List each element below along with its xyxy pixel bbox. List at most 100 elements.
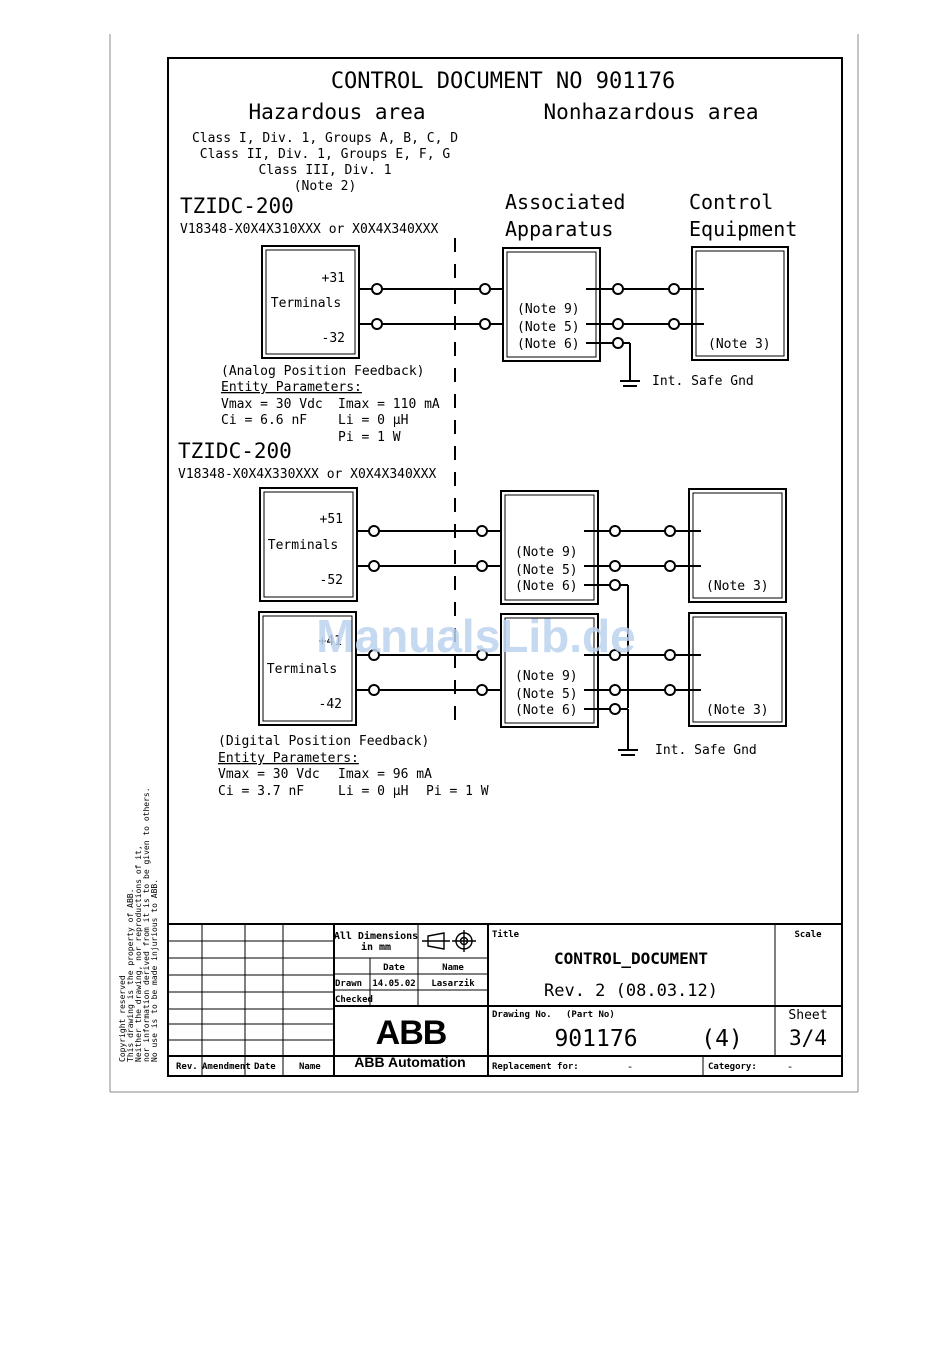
- analog-ci: Ci = 6.6 nF: [221, 413, 307, 428]
- category-value: -: [787, 1060, 794, 1073]
- name-column-label: Name: [442, 963, 464, 973]
- digital-b-note-3: (Note 3): [706, 703, 769, 718]
- document-title: CONTROL DOCUMENT NO 901176: [331, 69, 675, 94]
- nonhazardous-area-label: Nonhazardous area: [544, 100, 759, 124]
- digital-imax: Imax = 96 mA: [338, 767, 432, 782]
- digital-b-note-6: (Note 6): [515, 703, 578, 718]
- copyright-line-1: Copyright reserved: [118, 975, 127, 1062]
- class-line-1: Class I, Div. 1, Groups A, B, C, D: [192, 131, 458, 146]
- analog-associated-box: [502, 247, 601, 362]
- analog-terminal-box: [261, 245, 360, 359]
- digital-b-terminal-minus: -42: [319, 697, 342, 712]
- date-column-label: Date: [383, 963, 405, 973]
- hazardous-area-label: Hazardous area: [248, 100, 425, 124]
- digital-a-note-9: (Note 9): [515, 545, 578, 560]
- digital-associated-box-b: [500, 613, 599, 728]
- digital-b-note-5: (Note 5): [515, 687, 578, 702]
- analog-model-number: V18348-X0X4X310XXX or X0X4X340XXX: [180, 222, 438, 237]
- digital-vmax: Vmax = 30 Vdc: [218, 767, 320, 782]
- control-label: Control: [689, 190, 773, 214]
- rev-header-rev: Rev.: [176, 1062, 198, 1072]
- digital-a-terminals-label: Terminals: [268, 538, 338, 553]
- digital-b-note-9: (Note 9): [515, 669, 578, 684]
- digital-a-terminal-minus: -52: [320, 573, 343, 588]
- drawing-title: CONTROL_DOCUMENT: [554, 949, 708, 968]
- drawing-no-label: Drawing No.: [492, 1009, 552, 1020]
- analog-caption: (Analog Position Feedback): [221, 364, 425, 379]
- checked-label: Checked: [335, 995, 373, 1005]
- replacement-value: -: [627, 1060, 634, 1073]
- watermark: ManualsLib.de: [316, 610, 635, 662]
- abb-logo: ABB: [376, 1014, 447, 1052]
- replacement-label: Replacement for:: [492, 1062, 579, 1072]
- class-line-3: Class III, Div. 1: [258, 163, 391, 178]
- digital-a-wiring: [357, 525, 701, 708]
- analog-ground-label: Int. Safe Gnd: [652, 374, 754, 389]
- part-no-label: (Part No): [566, 1010, 615, 1020]
- digital-ground-label: Int. Safe Gnd: [655, 743, 757, 758]
- drawn-name: Lasarzik: [431, 978, 475, 989]
- analog-terminal-minus: -32: [322, 331, 345, 346]
- digital-entity-label: Entity Parameters:: [218, 751, 359, 766]
- associated-label: Associated: [505, 190, 625, 214]
- drawing-number: 901176: [554, 1026, 637, 1052]
- analog-note-5: (Note 5): [517, 320, 580, 335]
- sheet-number: 3/4: [789, 1026, 827, 1050]
- digital-associated-box-a: [500, 490, 599, 605]
- title-field-label: Title: [492, 929, 520, 940]
- analog-note-3: (Note 3): [708, 337, 771, 352]
- digital-terminal-box-b: [258, 611, 357, 726]
- digital-b-wiring: [356, 649, 701, 756]
- copyright-line-2: This drawing is the property of ABB.: [126, 889, 135, 1062]
- analog-control-box: [691, 246, 789, 361]
- analog-vmax: Vmax = 30 Vdc: [221, 397, 323, 412]
- digital-caption: (Digital Position Feedback): [218, 734, 429, 749]
- analog-terminals-label: Terminals: [271, 296, 341, 311]
- digital-model-number: V18348-X0X4X330XXX or X0X4X340XXX: [178, 467, 436, 482]
- drawn-label: Drawn: [335, 979, 362, 989]
- digital-control-box-a: [688, 488, 787, 603]
- sheet-label: Sheet: [788, 1008, 827, 1023]
- digital-b-terminal-plus: +41: [319, 634, 342, 649]
- copyright-line-3: Neither the drawing, nor reproductions o…: [134, 845, 143, 1062]
- rev-header-date: Date: [254, 1062, 276, 1072]
- analog-pi: Pi = 1 W: [338, 430, 401, 445]
- analog-imax: Imax = 110 mA: [338, 397, 440, 412]
- copyright-notice: Copyright reserved This drawing is the p…: [118, 787, 159, 1062]
- dimensions-unit: in mm: [361, 941, 391, 953]
- digital-a-note-6: (Note 6): [515, 579, 578, 594]
- analog-entity-label: Entity Parameters:: [221, 380, 362, 395]
- apparatus-label: Apparatus: [505, 217, 613, 241]
- scale-label: Scale: [794, 930, 822, 940]
- rev-header-name: Name: [299, 1062, 321, 1072]
- digital-control-box-b: [688, 612, 787, 727]
- analog-wiring: [359, 283, 704, 387]
- dimensions-label: All Dimensions: [334, 930, 418, 942]
- analog-note-6: (Note 6): [517, 337, 580, 352]
- analog-terminal-plus: +31: [322, 271, 345, 286]
- digital-b-terminals-label: Terminals: [267, 662, 337, 677]
- copyright-line-4: nor information derived from it is to be…: [142, 787, 151, 1062]
- analog-note-9: (Note 9): [517, 302, 580, 317]
- analog-li: Li = 0 µH: [338, 413, 408, 428]
- drawing-revision: Rev. 2 (08.03.12): [544, 981, 718, 1001]
- class-line-2: Class II, Div. 1, Groups E, F, G: [200, 147, 451, 162]
- drawing-frame: [167, 57, 843, 1077]
- company-name: ABB Automation: [354, 1054, 465, 1070]
- analog-device-name: TZIDC-200: [180, 194, 294, 218]
- copyright-line-5: No use is to be made injurious to ABB.: [150, 879, 159, 1062]
- category-label: Category:: [708, 1062, 757, 1072]
- drawn-date: 14.05.02: [372, 979, 415, 989]
- digital-a-note-5: (Note 5): [515, 563, 578, 578]
- digital-pi: Pi = 1 W: [426, 784, 489, 799]
- digital-a-terminal-plus: +51: [320, 512, 343, 527]
- part-number: (4): [701, 1026, 743, 1052]
- digital-li: Li = 0 µH: [338, 784, 408, 799]
- class-line-note: (Note 2): [294, 179, 357, 194]
- digital-terminal-box-a: [259, 487, 358, 602]
- digital-a-note-3: (Note 3): [706, 579, 769, 594]
- projection-icon: [422, 930, 476, 952]
- title-block: [168, 923, 842, 1076]
- digital-device-name: TZIDC-200: [178, 439, 292, 463]
